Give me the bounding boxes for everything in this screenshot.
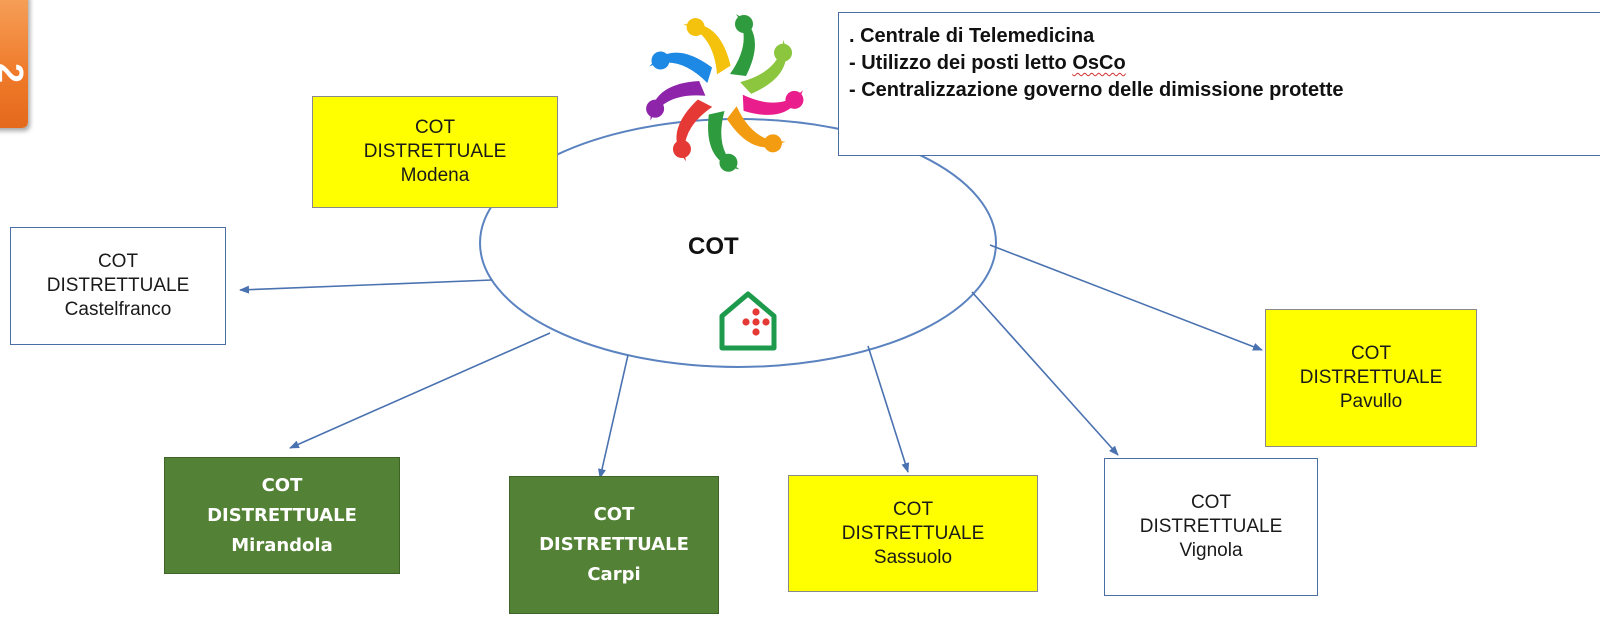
arrow-pavullo bbox=[989, 244, 1263, 351]
node-castelfranco: COT DISTRETTUALE Castelfranco bbox=[10, 227, 226, 345]
house-cross-icon bbox=[719, 291, 777, 351]
node-mirandola-l1: COT bbox=[261, 474, 303, 496]
node-pavullo-l3: Pavullo bbox=[1339, 391, 1403, 412]
arrow-sassuolo bbox=[867, 345, 910, 473]
info-box: . Centrale di Telemedicina - Utilizzo de… bbox=[838, 12, 1600, 156]
arrow-carpi bbox=[598, 354, 629, 479]
cot-center-label: COT bbox=[688, 233, 739, 260]
corner-tab: 2 bbox=[0, 0, 31, 128]
arrow-vignola bbox=[971, 291, 1119, 456]
node-mirandola-l2: DISTRETTUALE bbox=[207, 504, 357, 526]
node-carpi-l2: DISTRETTUALE bbox=[539, 534, 689, 555]
info-line-2-prefix: - Utilizzo dei posti letto bbox=[849, 52, 1073, 74]
node-castelfranco-l2: DISTRETTUALE bbox=[46, 275, 190, 296]
node-sassuolo: COT DISTRETTUALE Sassuolo bbox=[788, 475, 1038, 592]
node-mirandola: COT DISTRETTUALE Mirandola bbox=[164, 457, 400, 574]
node-carpi-l3: Carpi bbox=[587, 564, 641, 585]
info-line-3: - Centralizzazione governo delle dimissi… bbox=[849, 79, 1344, 101]
node-pavullo-l2: DISTRETTUALE bbox=[1299, 367, 1443, 388]
node-carpi-l1: COT bbox=[593, 504, 635, 525]
arrow-mirandola bbox=[289, 332, 551, 449]
info-line-1: . Centrale di Telemedicina bbox=[849, 25, 1095, 47]
arrow-castelfranco bbox=[239, 279, 493, 294]
node-modena: COT DISTRETTUALE Modena bbox=[312, 96, 558, 208]
node-sassuolo-l3: Sassuolo bbox=[873, 546, 953, 568]
node-vignola: COT DISTRETTUALE Vignola bbox=[1104, 458, 1318, 596]
node-mirandola-l3: Mirandola bbox=[231, 534, 333, 556]
info-line-2-osco: OsCo bbox=[1072, 52, 1126, 74]
info-line-2: - Utilizzo dei posti letto OsCo bbox=[849, 50, 1600, 77]
node-sassuolo-l1: COT bbox=[892, 498, 934, 520]
node-castelfranco-l1: COT bbox=[97, 251, 139, 272]
node-vignola-l3: Vignola bbox=[1179, 540, 1243, 561]
node-carpi: COT DISTRETTUALE Carpi bbox=[509, 476, 719, 614]
node-vignola-l1: COT bbox=[1190, 492, 1232, 513]
node-vignola-l2: DISTRETTUALE bbox=[1139, 516, 1283, 537]
people-pinwheel-logo bbox=[646, 14, 804, 172]
node-sassuolo-l2: DISTRETTUALE bbox=[841, 522, 985, 544]
node-modena-l1: COT bbox=[414, 117, 456, 138]
node-modena-l3: Modena bbox=[400, 165, 470, 186]
node-castelfranco-l3: Castelfranco bbox=[64, 299, 172, 320]
node-pavullo-l1: COT bbox=[1350, 343, 1392, 364]
node-pavullo: COT DISTRETTUALE Pavullo bbox=[1265, 309, 1477, 447]
node-modena-l2: DISTRETTUALE bbox=[363, 141, 507, 162]
